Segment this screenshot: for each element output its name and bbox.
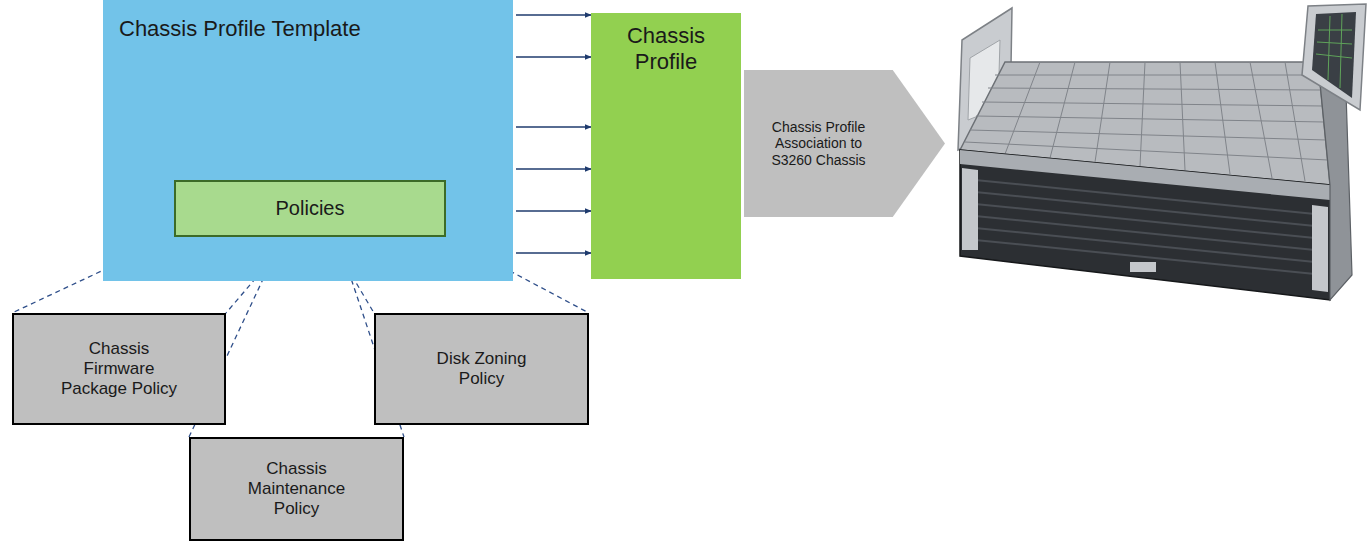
arrow-outline: [744, 70, 945, 217]
policy-box: Disk Zoning Policy: [374, 313, 589, 425]
node-label: Chassis Profile Association to S3260 Cha…: [759, 119, 879, 169]
front-handle: [962, 168, 978, 250]
chassis-lid: [1302, 4, 1366, 110]
arrow-connector: [516, 14, 591, 15]
node-label: Chassis Maintenance Policy: [241, 459, 353, 519]
front-logo: [1130, 262, 1156, 272]
arrow-connector: [516, 210, 591, 211]
arrow-connector: [516, 252, 591, 253]
policies-box: Policies: [174, 180, 446, 237]
lid-screen-grid: [1316, 14, 1352, 88]
arrow-connector: [516, 56, 591, 57]
lid-screen: [1312, 12, 1356, 98]
arrow-connector: [516, 168, 591, 169]
front-handle: [1312, 205, 1328, 292]
policy-box: Chassis Firmware Package Policy: [12, 313, 226, 425]
template-title: Chassis Profile Template: [119, 16, 361, 42]
node-label: Chassis Firmware Package Policy: [56, 339, 182, 399]
front-grille: [975, 180, 1315, 274]
chassis-bezel: [960, 150, 1330, 200]
node-label: Chassis Profile: [601, 23, 731, 75]
association-arrow: Chassis Profile Association to S3260 Cha…: [744, 70, 945, 217]
template-box: Chassis Profile TemplatePolicies: [103, 0, 513, 281]
policy-box: Chassis Maintenance Policy: [189, 437, 404, 541]
node-label: Policies: [276, 197, 345, 221]
chassis-front: [960, 150, 1330, 300]
node-label: Disk Zoning Policy: [422, 349, 542, 389]
arrow-connector: [516, 126, 591, 127]
profile-box: Chassis Profile: [591, 13, 741, 279]
